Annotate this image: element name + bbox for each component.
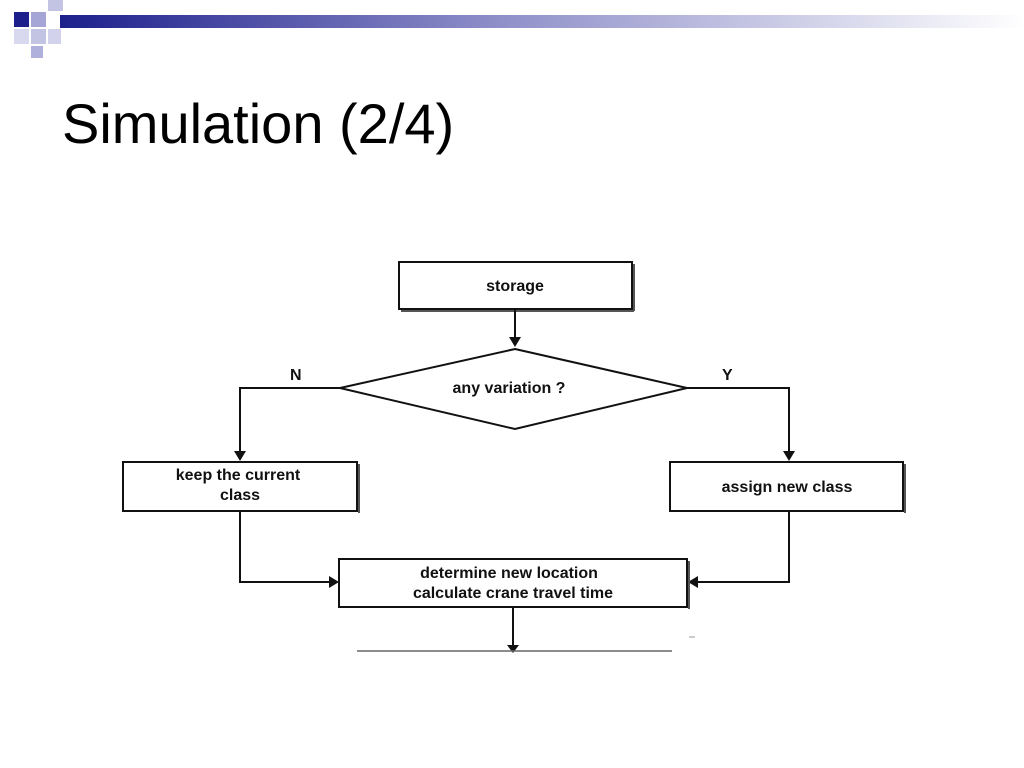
node-storage: storage	[398, 261, 635, 312]
node-assign-new-class: assign new class	[669, 461, 906, 513]
node-determine-label-line2: calculate crane travel time	[413, 585, 613, 602]
node-assign-label: assign new class	[722, 479, 853, 496]
slide-title: Simulation (2/4)	[62, 92, 455, 155]
node-decision-label: any variation ?	[453, 380, 566, 397]
branch-label-no: N	[290, 367, 302, 384]
node-keep-label-line2: class	[220, 487, 260, 504]
node-storage-label: storage	[486, 278, 544, 295]
deco-square-dark	[14, 12, 29, 27]
deco-square-light	[31, 12, 46, 27]
deco-square-light	[14, 29, 29, 44]
arrowhead	[329, 576, 339, 588]
node-keep-current-class: keep the current class	[122, 461, 360, 513]
edge-decision-to-assign	[687, 387, 790, 452]
edge-decision-to-keep	[239, 387, 340, 452]
node-keep-label-line1: keep the current	[176, 467, 301, 484]
arrowhead	[783, 451, 795, 461]
arrowhead	[509, 337, 521, 347]
deco-square-light	[31, 29, 46, 44]
node-determine-location: determine new location calculate crane t…	[338, 558, 690, 609]
edge-assign-to-determine	[697, 511, 790, 583]
arrowhead	[507, 645, 519, 653]
arrowhead	[688, 576, 698, 588]
header-decoration	[14, 0, 1024, 58]
branch-label-yes: Y	[722, 367, 733, 384]
node-decision: any variation ?	[339, 347, 688, 431]
node-determine-label-line1: determine new location	[420, 565, 598, 582]
header-gradient-bar	[60, 15, 1024, 28]
edge-keep-to-determine	[239, 511, 330, 583]
deco-square-light	[31, 46, 43, 58]
arrowhead	[234, 451, 246, 461]
deco-square-light	[48, 0, 63, 11]
deco-square-light	[48, 29, 61, 44]
